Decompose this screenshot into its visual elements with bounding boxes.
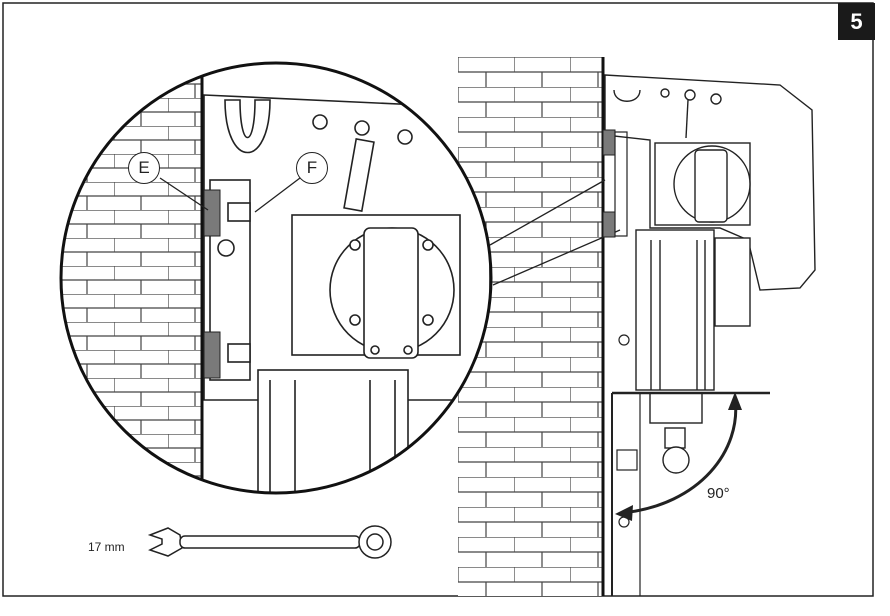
tool-size-label: 17 mm [88,540,125,554]
outer-frame [2,2,874,597]
pad-e-upper [203,189,221,237]
magnifier-lines [489,179,621,286]
callout-f: F [296,152,328,184]
operator-unit [604,74,816,474]
step-number-badge: 5 [838,3,875,40]
zoom-circle [59,61,493,495]
pad-lower [602,211,616,238]
angle-label: 90° [707,485,730,502]
callout-e: E [128,152,160,184]
leader-f [254,177,301,213]
rotation-arrow [621,397,738,515]
pad-e-lower [203,331,221,379]
wrench-icon [147,525,392,559]
pad-upper [602,129,616,156]
leader-e [159,177,209,211]
